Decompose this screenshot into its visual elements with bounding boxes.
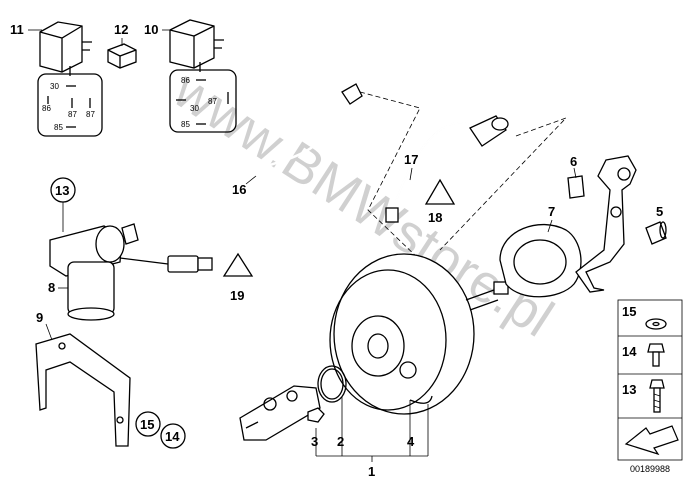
screw-14 xyxy=(647,343,665,367)
relay-10-pin-85: 85 xyxy=(181,120,190,129)
relay-11-pin-87b: 87 xyxy=(86,110,95,119)
o-ring-2 xyxy=(317,365,347,403)
callout-6[interactable]: 6 xyxy=(570,154,577,169)
relay-10-pin-86: 86 xyxy=(181,76,190,85)
relay-11-pin-30: 30 xyxy=(50,82,59,91)
relay-11-pinout: 30 86 87 87 85 xyxy=(37,73,103,137)
clip-12-drawing xyxy=(107,43,137,69)
callout-10[interactable]: 10 xyxy=(144,22,158,37)
vacuum-hose-16 xyxy=(121,83,363,245)
callout-14-circle xyxy=(160,423,186,449)
callout-13[interactable]: 13 xyxy=(55,183,69,198)
callout-12[interactable]: 12 xyxy=(114,22,128,37)
callout-15-circle xyxy=(135,411,161,437)
relay-10-pin-87: 87 xyxy=(208,97,217,106)
callout-18[interactable]: 18 xyxy=(428,210,442,225)
callout-4[interactable]: 4 xyxy=(407,434,415,449)
gasket-7 xyxy=(499,223,582,298)
brake-booster xyxy=(329,253,509,415)
pin-5 xyxy=(645,221,667,245)
legend-14[interactable]: 14 xyxy=(622,344,637,359)
bolt-13 xyxy=(649,379,665,413)
callout-11[interactable]: 11 xyxy=(10,22,24,37)
warning-label-19 xyxy=(222,252,254,277)
callout-5[interactable]: 5 xyxy=(656,204,663,219)
callout-7[interactable]: 7 xyxy=(548,204,555,219)
relay-11-drawing xyxy=(39,21,92,76)
callout-1[interactable]: 1 xyxy=(368,464,375,479)
arrow-icon xyxy=(624,425,679,456)
legend-13[interactable]: 13 xyxy=(622,382,636,397)
callout-3[interactable]: 3 xyxy=(311,434,318,449)
relay-11-pin-85: 85 xyxy=(54,123,63,132)
warning-label-18 xyxy=(424,178,456,205)
relay-11-pin-87a: 87 xyxy=(68,110,77,119)
part-number: 00189988 xyxy=(630,464,670,474)
callout-14-bracket[interactable]: 14 xyxy=(165,429,180,444)
relay-11-pin-86: 86 xyxy=(42,104,51,113)
clip-6 xyxy=(567,175,585,199)
master-cylinder xyxy=(239,385,321,441)
legend-15[interactable]: 15 xyxy=(622,304,636,319)
washer-15 xyxy=(645,318,667,330)
callout-16[interactable]: 16 xyxy=(232,182,246,197)
relay-10-drawing xyxy=(169,19,224,72)
callout-19[interactable]: 19 xyxy=(230,288,244,303)
relay-10-pinout: 86 87 30 85 xyxy=(169,69,237,133)
callout-8[interactable]: 8 xyxy=(48,280,55,295)
bracket-9 xyxy=(35,333,131,447)
nut-3 xyxy=(307,407,325,423)
relay-10-pin-30: 30 xyxy=(190,104,199,113)
callout-9[interactable]: 9 xyxy=(36,310,43,325)
callout-15-bracket[interactable]: 15 xyxy=(140,417,154,432)
callout-2[interactable]: 2 xyxy=(337,434,344,449)
vacuum-pump-8 xyxy=(49,225,213,321)
pedal-bracket xyxy=(575,155,637,293)
callout-17[interactable]: 17 xyxy=(404,152,418,167)
pressure-sensor-17 xyxy=(385,115,509,223)
